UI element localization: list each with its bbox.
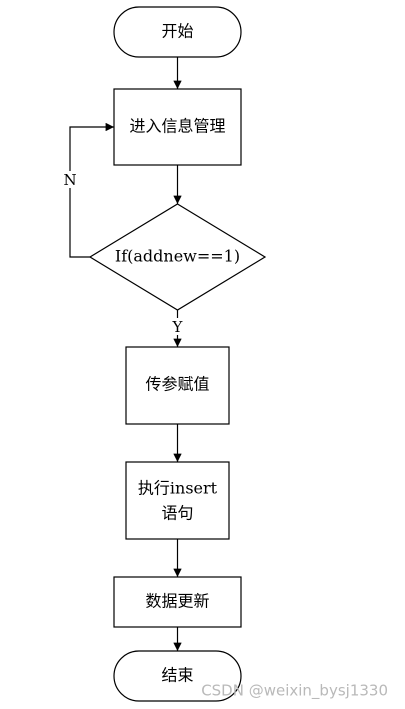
label-no: N — [63, 171, 76, 189]
exec-insert-process — [125, 461, 230, 540]
exec-insert-label-line2: 语句 — [161, 504, 193, 523]
update-data-process — [113, 576, 242, 628]
pass-params-label: 传参赋值 — [145, 375, 209, 394]
end-terminal — [113, 650, 242, 702]
label-yes: Y — [172, 318, 184, 336]
watermark-text: CSDN @weixin_bysj1330 — [201, 682, 388, 701]
update-data-label: 数据更新 — [145, 592, 209, 611]
enter-info-process — [113, 88, 242, 166]
pass-params-process — [125, 346, 230, 425]
exec-insert-label-line1: 执行insert — [138, 479, 218, 498]
condition-label: If(addnew==1) — [115, 247, 240, 266]
enter-info-label: 进入信息管理 — [129, 117, 225, 136]
end-label: 结束 — [161, 666, 193, 685]
edge-no-loop — [69, 122, 114, 258]
start-label: 开始 — [161, 22, 193, 41]
